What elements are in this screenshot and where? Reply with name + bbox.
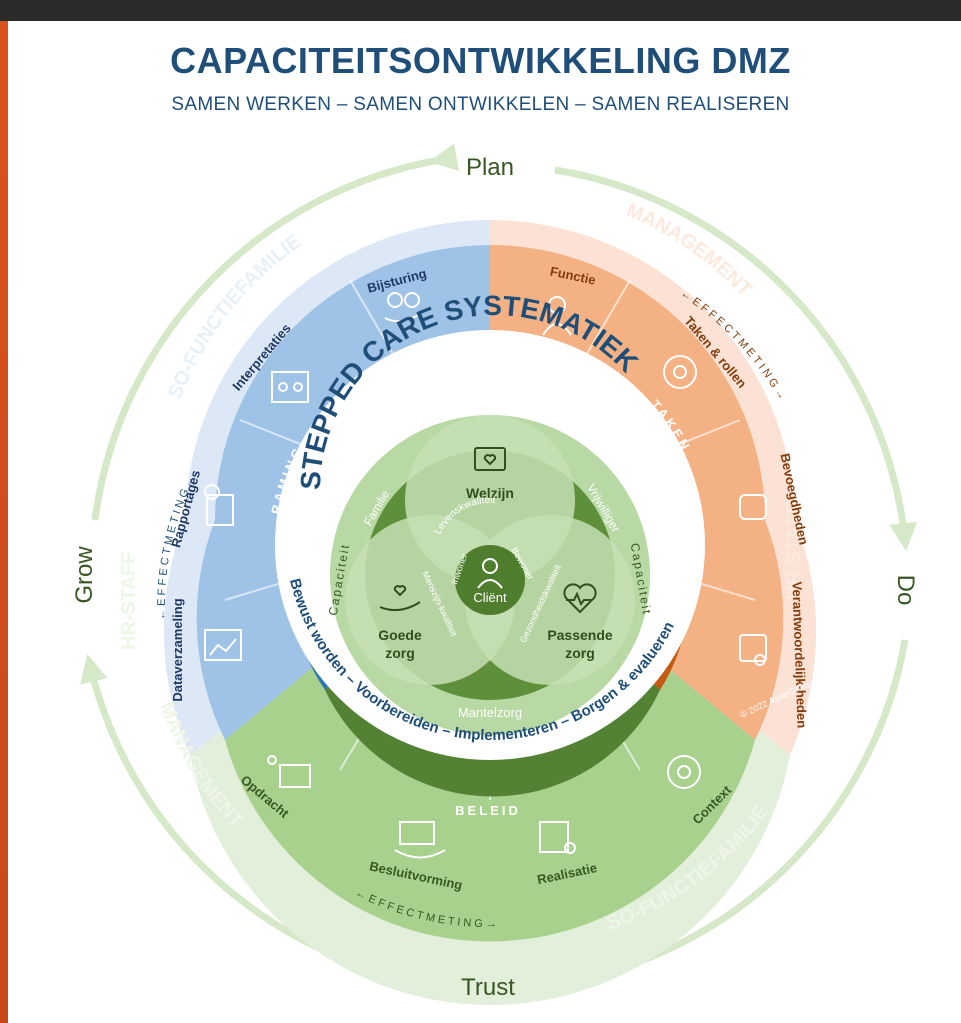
page-subtitle: SAMEN WERKEN – SAMEN ONTWIKKELEN – SAMEN… [171,94,790,115]
segment-dataverzameling: Dataverzameling [170,598,185,701]
doctor-icon [542,296,572,336]
sidebar-accent-strip [0,21,8,1023]
segment-verantwoordelijkheden: Verantwoordelijk-heden [789,581,809,728]
passende-zorg-label-2: zorg [565,645,595,661]
handshake-icon [394,821,446,859]
beleid-label: BELEID [455,803,521,818]
mantelzorg-label: Mantelzorg [458,705,522,720]
welzijn-label: Welzijn [466,485,514,501]
core-circle [330,415,650,735]
client-person-icon [477,558,503,589]
window-top-bar [0,0,961,21]
goede-zorg-label-2: zorg [385,645,415,661]
worker-board-icon [539,821,576,854]
responsibility-icon [739,634,767,666]
cycle-grow: Grow [71,546,98,604]
cycle-do: Do [892,575,919,606]
hand-coins-icon [384,292,421,323]
passende-zorg-label-1: Passende [547,627,613,643]
cycle-plan: Plan [466,154,514,181]
people-board-icon [271,371,309,403]
chat-heart-icon [474,447,506,471]
gear-cycle-icon [667,755,701,789]
hand-heart-icon [379,585,421,612]
cycle-trust: Trust [461,974,515,1001]
client-label: Cliënt [473,590,507,605]
heart-pulse-icon [563,583,597,614]
handshake-heart-icon [739,494,767,520]
hr-staff-left: HR-STAFF [118,552,140,651]
presenter-icon [267,755,311,788]
goede-zorg-label-1: Goede [378,627,422,643]
data-chart-icon [204,629,242,661]
people-cycle-icon [663,355,697,389]
hr-staff-right: HR-STAFF [783,502,805,601]
magnifier-report-icon [204,484,234,526]
page-title: CAPACITEITSONTWIKKELING DMZ [170,40,791,81]
